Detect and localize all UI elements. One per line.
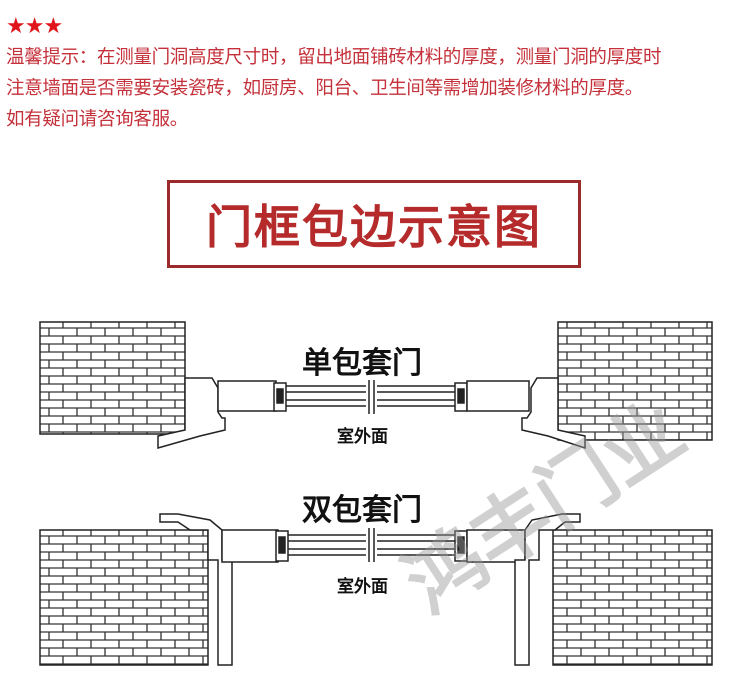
rating-stars: ★★★ — [6, 14, 63, 39]
title-box: 门框包边示意图 — [167, 180, 581, 268]
frame-left — [159, 513, 233, 666]
notice-line: 如有疑问请咨询客服。 — [6, 109, 189, 130]
notice-text: 温馨提示：在测量门洞高度尺寸时，留出地面铺砖材料的厚度，测量门洞的厚度时 注意墙… — [6, 42, 746, 135]
wall-right — [557, 321, 713, 441]
frame-left — [157, 377, 226, 449]
frame-right — [521, 377, 586, 450]
diagram-label-double: 双包套门 — [302, 493, 422, 528]
page-title: 门框包边示意图 — [206, 200, 542, 254]
notice-line: 注意墙面是否需要安装瓷砖，如厨房、阳台、卫生间等需增加装修材料的厚度。 — [6, 78, 644, 99]
frame-right — [514, 513, 581, 666]
outdoor-side-label: 室外面 — [337, 577, 388, 597]
diagram-label-single: 单包套门 — [302, 346, 422, 381]
outdoor-side-label: 室外面 — [337, 427, 388, 447]
wall-right — [552, 529, 713, 666]
wall-left — [39, 529, 209, 666]
wall-left — [39, 321, 186, 435]
notice-line: 温馨提示：在测量门洞高度尺寸时，留出地面铺砖材料的厚度，测量门洞的厚度时 — [6, 47, 662, 68]
